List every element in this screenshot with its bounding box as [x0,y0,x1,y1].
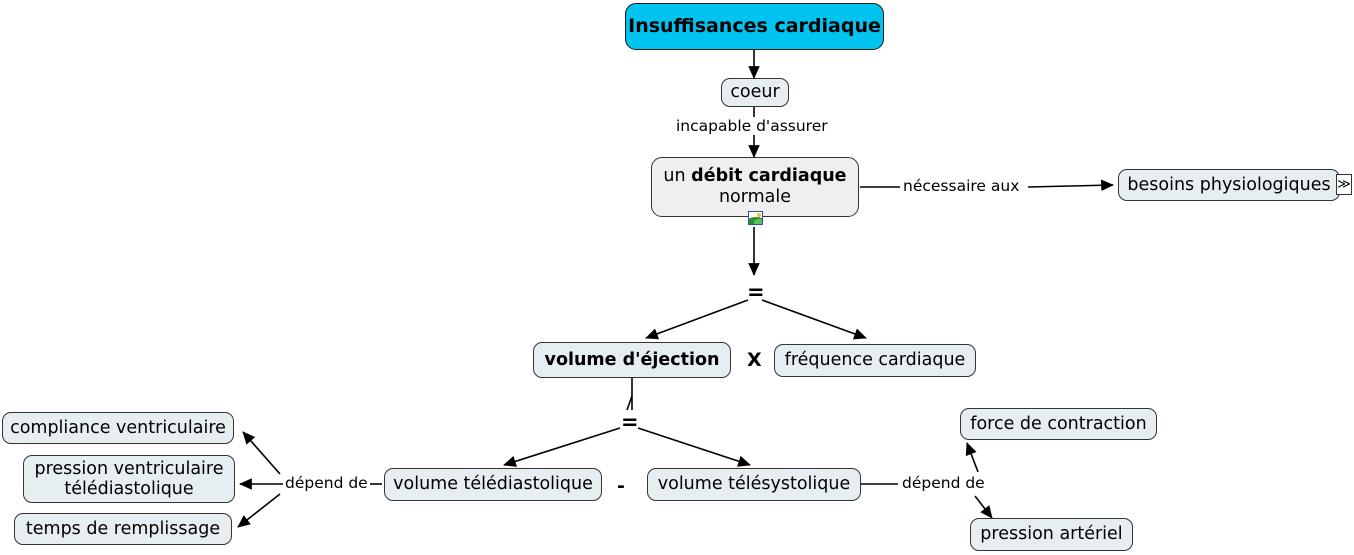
node-volume-telesystolique[interactable]: volume télésystolique [647,468,861,501]
node-compliance-ventriculaire[interactable]: compliance ventriculaire [2,412,234,444]
operator-times: X [747,349,762,371]
operator-equals-top: = [747,280,765,304]
node-label: fréquence cardiaque [784,350,966,371]
node-besoins-physiologiques[interactable]: besoins physiologiques [1118,169,1340,201]
link-label-incapable-dassurer: incapable d'assurer [674,117,830,135]
link-label-depend-de-droite: dépend de [900,474,987,492]
image-icon[interactable] [748,211,763,225]
node-force-de-contraction[interactable]: force de contraction [960,408,1157,440]
node-label-line2: normale [718,187,792,207]
node-label: volume télésystolique [657,474,851,495]
image-icon-sky [749,212,762,219]
link-label-necessaire-aux: nécessaire aux [901,177,1022,195]
node-label: compliance ventriculaire [10,417,226,438]
operator-minus: - [617,475,625,497]
operator-equals-mid: = [621,410,639,434]
node-coeur[interactable]: coeur [721,78,789,107]
image-icon-sun [757,213,761,217]
node-label: volume d'éjection [544,349,720,370]
node-label-prefix: un [663,165,692,186]
node-pression-arteriel[interactable]: pression artériel [970,518,1133,551]
node-label: force de contraction [970,413,1147,434]
node-insuffisances-cardiaque[interactable]: Insuffisances cardiaque [625,3,884,50]
node-label: besoins physiologiques [1127,174,1331,195]
node-label: Insuffisances cardiaque [628,15,881,38]
node-label: coeur [730,82,780,103]
node-temps-de-remplissage[interactable]: temps de remplissage [14,513,232,545]
node-volume-dejection[interactable]: volume d'éjection [533,342,731,378]
node-label-line1: un débit cardiaque [663,166,846,187]
node-volume-telediastolique[interactable]: volume télédiastolique [384,468,602,501]
node-label: pression ventriculaire télédiastolique [34,458,224,499]
expand-chevron-icon[interactable]: ≫ [1336,174,1352,195]
link-label-depend-de-gauche: dépend de [283,474,370,492]
node-debit-cardiaque[interactable]: un débit cardiaque normale [651,157,859,217]
node-frequence-cardiaque[interactable]: fréquence cardiaque [774,344,976,377]
node-pression-ventriculaire-telediastolique[interactable]: pression ventriculaire télédiastolique [23,455,235,503]
image-icon-hill-secondary [754,218,762,224]
node-label: volume télédiastolique [393,474,593,495]
node-label: temps de remplissage [25,518,221,539]
node-label-emphasis: débit cardiaque [691,165,847,186]
node-label: pression artériel [980,524,1123,545]
